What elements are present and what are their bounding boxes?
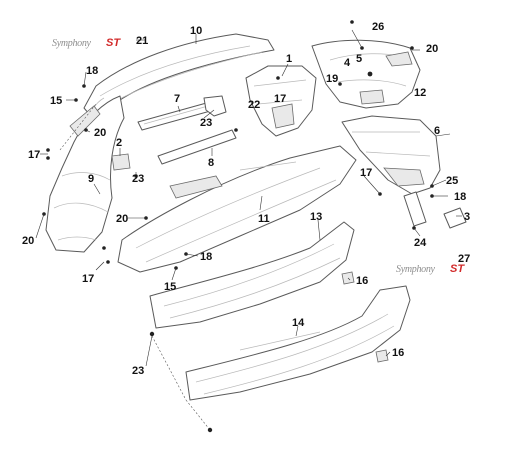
callout-8: 8 xyxy=(208,157,214,169)
part-11-floor-panel xyxy=(117,145,357,273)
callout-6: 6 xyxy=(434,125,440,137)
callout-10: 10 xyxy=(190,25,202,37)
callout-11: 11 xyxy=(258,213,270,225)
callout-18: 18 xyxy=(86,65,98,77)
part-14-lower-side-cover xyxy=(185,285,411,401)
callout-18: 18 xyxy=(454,191,466,203)
svg-text:Symphony: Symphony xyxy=(396,264,436,275)
part-6-rear-cowl xyxy=(341,115,441,195)
callout-18: 18 xyxy=(200,251,212,263)
callout-3: 3 xyxy=(464,211,470,223)
part-23-bracket xyxy=(203,95,227,117)
leader-lines xyxy=(35,29,462,367)
callout-4: 4 xyxy=(344,57,351,69)
callout-19: 19 xyxy=(326,73,338,85)
part-23-lower-screws xyxy=(149,331,213,433)
callout-14: 14 xyxy=(292,317,305,329)
callout-15: 15 xyxy=(164,281,176,293)
callout-17: 17 xyxy=(28,149,40,161)
callout-17: 17 xyxy=(360,167,372,179)
callout-numbers: 10 21 26 20 18 15 20 1 5 4 19 7 17 22 12… xyxy=(22,21,470,377)
callout-20: 20 xyxy=(22,235,34,247)
callout-7: 7 xyxy=(174,93,180,105)
part-8-trim-strip xyxy=(157,129,237,165)
brand-logo-top: Symphony ST xyxy=(52,37,121,49)
callout-27: 27 xyxy=(458,253,470,265)
callout-20: 20 xyxy=(94,127,106,139)
part-13-side-panel xyxy=(149,221,355,329)
brand-logo-bottom: Symphony ST xyxy=(396,263,465,275)
callout-1: 1 xyxy=(286,53,292,65)
callout-12: 12 xyxy=(414,87,426,99)
part-24-bracket xyxy=(403,191,427,227)
callout-2: 2 xyxy=(116,137,122,149)
callout-20: 20 xyxy=(116,213,128,225)
part-3-plate xyxy=(443,207,467,229)
callout-25: 25 xyxy=(446,175,458,187)
callout-16: 16 xyxy=(356,275,368,287)
svg-text:Symphony: Symphony xyxy=(52,38,92,49)
callout-20: 20 xyxy=(426,43,438,55)
part-2-clip xyxy=(111,153,131,171)
callout-24: 24 xyxy=(414,237,427,249)
callout-9: 9 xyxy=(88,173,94,185)
callout-15: 15 xyxy=(50,95,62,107)
part-9-front-side-cover xyxy=(45,95,125,253)
svg-text:ST: ST xyxy=(106,37,121,49)
callout-13: 13 xyxy=(310,211,322,223)
callout-22: 22 xyxy=(248,99,260,111)
part-10-front-top-cover xyxy=(83,33,275,123)
callout-16: 16 xyxy=(392,347,404,359)
part-12-rear-upper-cover xyxy=(311,39,421,109)
callout-23: 23 xyxy=(132,173,144,185)
callout-5: 5 xyxy=(356,53,362,65)
callout-17: 17 xyxy=(82,273,94,285)
part-1-inner-console xyxy=(245,65,317,137)
svg-text:ST: ST xyxy=(450,263,465,275)
callout-26: 26 xyxy=(372,21,384,33)
callout-23: 23 xyxy=(132,365,144,377)
callout-23: 23 xyxy=(200,117,212,129)
callout-17: 17 xyxy=(274,93,286,105)
callout-21: 21 xyxy=(136,35,148,47)
